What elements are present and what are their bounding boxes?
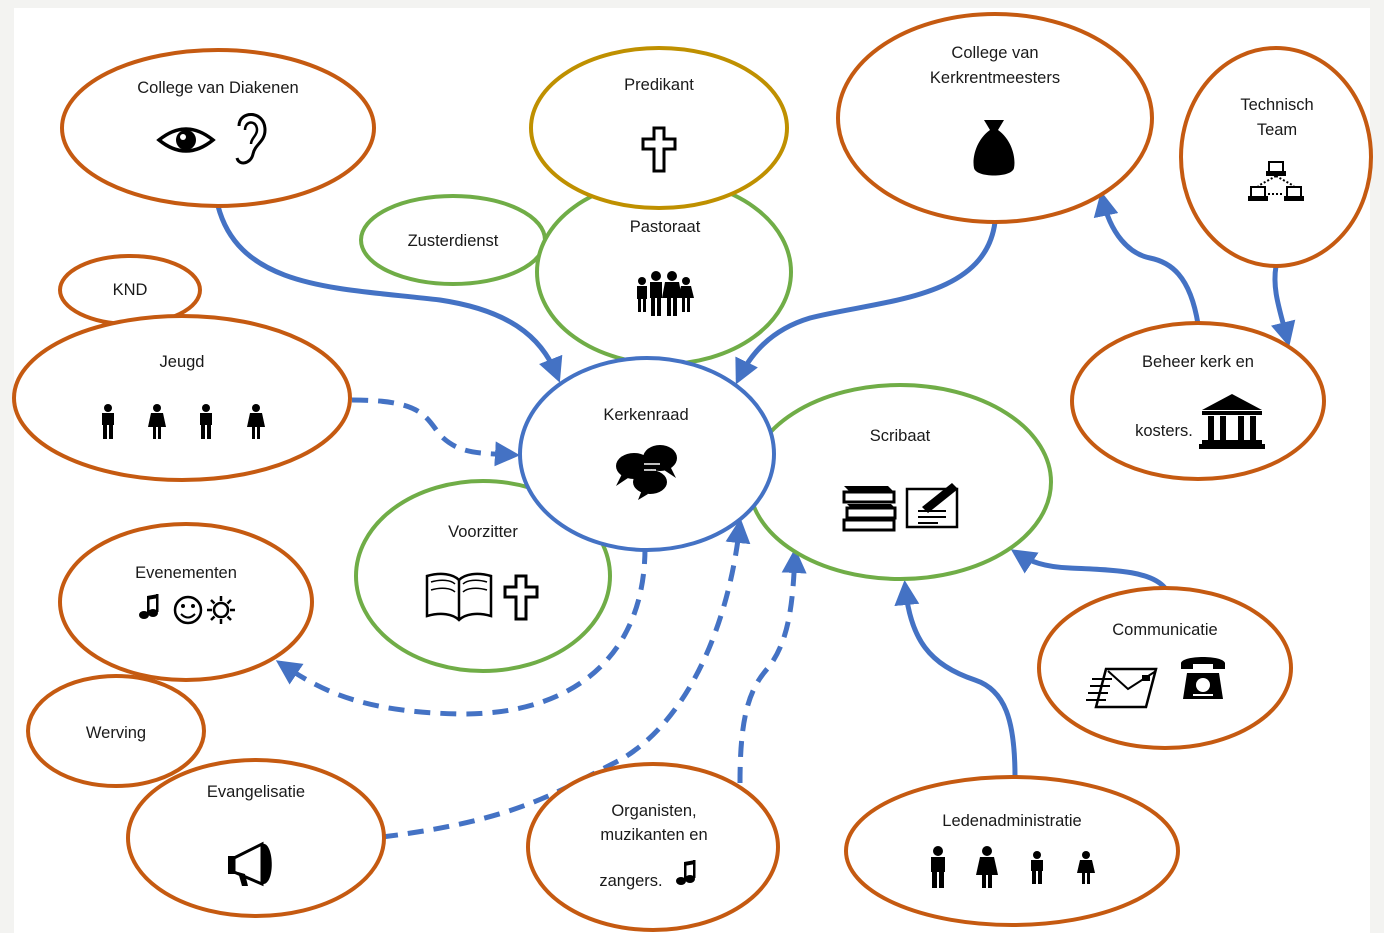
label-kerkrentmeesters-line1: College van [951,44,1038,62]
cross-icon [503,574,539,621]
node-evangelisatie[interactable] [126,758,386,918]
building-icon [1199,394,1265,449]
letter-icon [905,483,959,529]
music-note-icon [676,860,696,885]
music-note-icon [139,594,159,619]
node-werving[interactable] [26,674,206,788]
books-icon [842,486,897,532]
money-bag-icon: $ [973,120,1015,176]
cross-icon [641,126,677,173]
label-scribaat: Scribaat [870,427,931,445]
node-organisten[interactable] [526,762,780,932]
label-beheer-line2: kosters. [1135,422,1193,440]
label-communicatie: Communicatie [1112,621,1217,639]
node-college-diakenen[interactable] [60,48,376,208]
label-technisch-line1: Technisch [1240,96,1313,114]
node-jeugd[interactable] [12,314,352,482]
connector-jeugd-kerkenraad [351,397,520,467]
labels: College van Diakenen Predikant Pastoraat… [86,44,1314,890]
label-predikant: Predikant [624,76,694,94]
nodes [12,12,1373,932]
label-zusterdienst: Zusterdienst [408,232,499,250]
label-kerkenraad: Kerkenraad [603,406,688,424]
node-ledenadministratie[interactable] [844,775,1180,927]
telephone-icon [1181,657,1225,699]
node-scribaat[interactable] [747,383,1053,581]
label-organisten-line2: muzikanten en [600,826,707,844]
svg-text:$: $ [985,141,1003,171]
eye-icon [156,127,216,153]
person-icon [1031,851,1043,884]
label-beheer-line1: Beheer kerk en [1142,353,1254,371]
person-icon [931,846,945,888]
connector-ledenadministratie-scribaat [894,580,1018,778]
connector-evangelisatie-kerkenraad [381,518,751,840]
icons: $ [102,113,1304,888]
label-ledenadministratie: Ledenadministratie [942,812,1081,830]
label-technisch-line2: Team [1257,121,1297,139]
speech-bubbles-icon [616,445,677,500]
person-icon [200,404,212,439]
node-college-kerkrentmeesters[interactable] [836,12,1154,224]
ear-icon [235,113,267,165]
person-icon [247,404,265,439]
label-organisten-line1: Organisten, [611,802,696,820]
label-kerkrentmeesters-line2: Kerkrentmeesters [930,69,1060,87]
smiley-icon [173,595,203,625]
label-pastoraat: Pastoraat [630,218,701,236]
person-icon [976,846,998,888]
label-knd: KND [113,281,148,299]
person-icon [102,404,114,439]
sun-icon [207,596,235,624]
connector-technisch-beheer [1271,265,1296,347]
person-icon [1077,851,1095,884]
family-icon [637,271,694,316]
label-evangelisatie: Evangelisatie [207,783,305,801]
person-icon [148,404,166,439]
connector-kerkenraad-evenementen [275,547,648,717]
connectors [215,191,1296,840]
connector-kerkrentmeesters-kerkenraad [735,221,998,385]
network-icon [1248,161,1304,201]
node-beheer[interactable] [1070,321,1326,481]
label-werving: Werving [86,724,146,742]
label-evenementen: Evenementen [135,564,237,582]
node-technisch-team[interactable] [1179,46,1373,268]
label-college-diakenen: College van Diakenen [137,79,298,97]
label-organisten-line3: zangers. [599,872,662,890]
megaphone-icon [228,841,272,887]
connector-communicatie-scribaat [1010,549,1167,590]
node-communicatie[interactable] [1037,586,1293,750]
label-voorzitter: Voorzitter [448,523,518,541]
connector-organisten-kerkenraad [737,548,807,784]
mail-icon [1086,667,1158,709]
connector-beheer-kerkrentmeesters [1093,191,1201,325]
label-jeugd: Jeugd [160,353,205,371]
open-book-icon [425,572,493,622]
connector-diakenen-kerkenraad [215,205,563,383]
